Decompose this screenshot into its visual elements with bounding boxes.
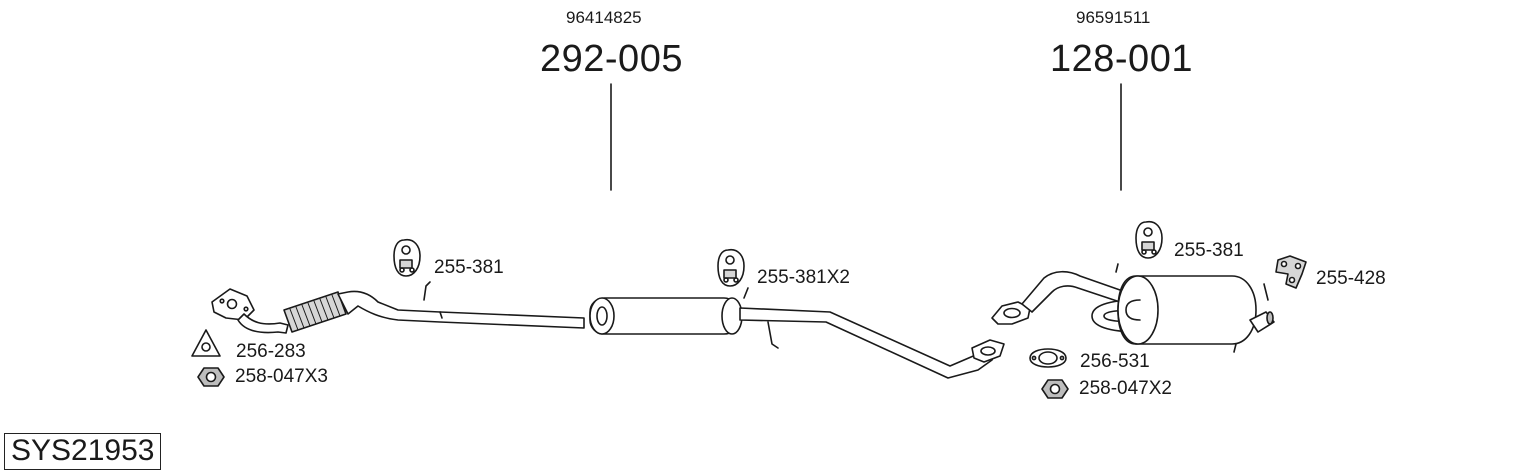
part-number-front-pipe[interactable]: 292-005	[540, 38, 683, 80]
label-gasket-rear[interactable]: 256-531	[1080, 351, 1150, 372]
rubber-hanger-icon-255-381[interactable]	[393, 238, 421, 277]
gasket-icon-256-283[interactable]	[191, 329, 221, 357]
rubber-hanger-icon-255-381-rear[interactable]	[1135, 220, 1163, 259]
oem-number-rear-muffler: 96591511	[1076, 8, 1151, 27]
label-gasket-front[interactable]: 256-283	[236, 341, 306, 362]
rear-muffler-128-001[interactable]	[991, 263, 1275, 353]
rubber-hanger-icon-255-381X2[interactable]	[717, 248, 745, 287]
system-id-badge: SYS21953	[4, 433, 162, 470]
label-bracket[interactable]: 255-428	[1316, 268, 1386, 289]
bracket-icon-255-428[interactable]	[1275, 255, 1307, 289]
part-number-rear-muffler[interactable]: 128-001	[1050, 38, 1193, 80]
label-nut-rear[interactable]: 258-047X2	[1079, 378, 1172, 399]
label-nut-front[interactable]: 258-047X3	[235, 366, 328, 387]
nut-icon-258-047X3[interactable]	[197, 367, 225, 387]
front-pipe-292-005[interactable]	[211, 281, 1005, 379]
oem-number-front-pipe: 96414825	[566, 8, 642, 27]
front-flange	[211, 288, 255, 321]
label-hanger-3[interactable]: 255-381	[1174, 240, 1244, 261]
flex-section	[283, 291, 347, 333]
gasket-icon-256-531[interactable]	[1029, 348, 1067, 368]
label-hanger-2[interactable]: 255-381X2	[757, 267, 850, 288]
label-hanger-1[interactable]: 255-381	[434, 257, 504, 278]
nut-icon-258-047X2[interactable]	[1041, 379, 1069, 399]
